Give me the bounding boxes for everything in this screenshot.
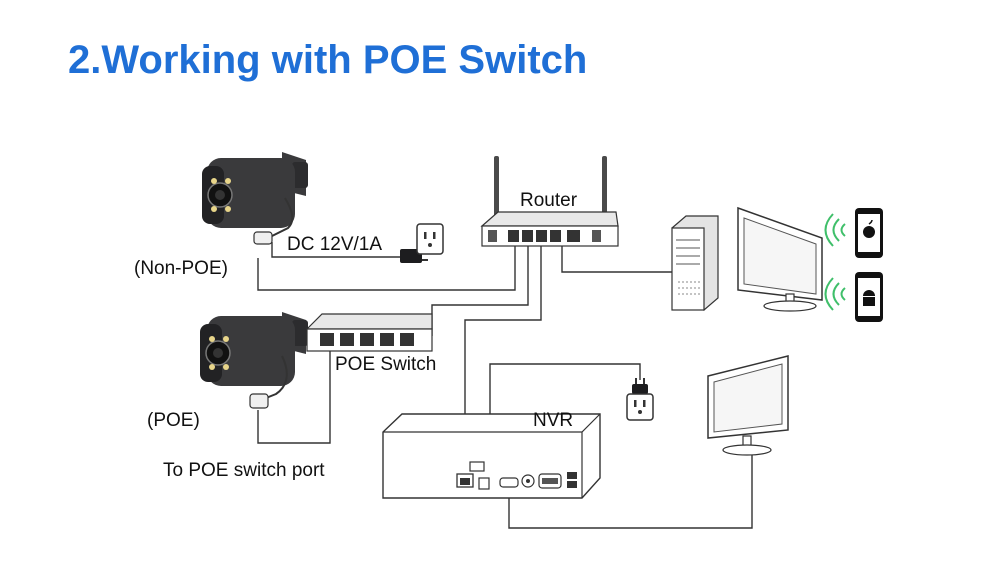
nvr-power-plug-icon [626, 378, 654, 421]
wifi-icon [824, 277, 846, 311]
nvr-label: NVR [533, 410, 573, 431]
poe-camera-icon [200, 312, 308, 409]
non-poe-label: (Non-POE) [134, 258, 228, 279]
nvr-to-monitor-line [508, 452, 753, 529]
camera-power-outlet-icon [400, 223, 444, 263]
router-icon [480, 156, 619, 247]
nvr-power-line [489, 363, 641, 462]
page-title: 2.Working with POE Switch [68, 38, 588, 82]
to-poe-port-label: To POE switch port [163, 460, 325, 481]
android-phone-icon [855, 272, 883, 322]
router-to-nvr-line [464, 245, 542, 472]
dc-power-label: DC 12V/1A [287, 234, 382, 255]
nvr-monitor-icon [707, 355, 789, 456]
non-poe-camera-to-router-line [257, 245, 516, 291]
pc-tower-icon [671, 215, 719, 312]
poe-label: (POE) [147, 410, 200, 431]
poe-camera-to-switch-line [257, 350, 331, 444]
router-to-pc-line [561, 245, 672, 273]
wifi-icon [824, 213, 846, 247]
dc-power-line [271, 242, 402, 258]
pc-monitor-icon [737, 206, 823, 312]
poe-switch-label: POE Switch [335, 354, 436, 375]
iphone-icon [855, 208, 883, 258]
nvr-icon [382, 413, 601, 499]
router-label: Router [520, 190, 578, 211]
non-poe-camera-icon [202, 152, 308, 245]
poe-switch-icon [305, 313, 433, 352]
